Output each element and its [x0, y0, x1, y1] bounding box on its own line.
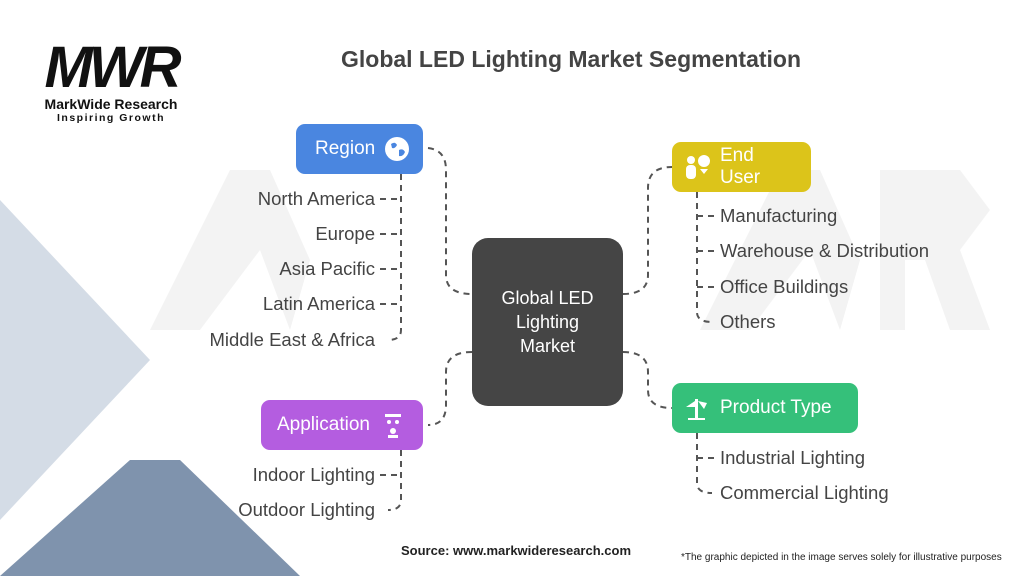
end-user-item: Manufacturing — [720, 205, 838, 226]
product-type-node: Product Type — [672, 383, 858, 433]
logo-mark: MWR — [44, 35, 182, 100]
region-item: Middle East & Africa — [209, 329, 375, 350]
disclaimer-text: *The graphic depicted in the image serve… — [681, 552, 1002, 563]
end-user-item: Others — [720, 311, 776, 332]
end-user-node: End User — [672, 142, 811, 192]
end-user-item: Warehouse & Distribution — [720, 240, 930, 261]
center-line: Lighting — [515, 312, 580, 332]
lighting-application-icon — [378, 410, 408, 440]
globe-icon — [383, 134, 411, 164]
logo-tagline: Inspiring Growth — [57, 112, 165, 124]
watermark-shape — [150, 170, 990, 330]
center-line: Global LED — [501, 288, 594, 308]
region-item: North America — [257, 188, 375, 209]
application-item: Outdoor Lighting — [238, 499, 375, 520]
product-type-label: Product Type — [720, 397, 832, 418]
source-text: Source: www.markwideresearch.com — [401, 543, 632, 558]
application-item: Indoor Lighting — [252, 464, 375, 485]
logo-name: MarkWide Research — [44, 96, 178, 112]
product-type-item: Industrial Lighting — [720, 447, 866, 468]
users-icon — [682, 152, 712, 182]
application-node: Application — [261, 400, 423, 450]
region-label: Region — [315, 138, 376, 159]
application-label: Application — [277, 414, 370, 435]
region-item: Europe — [315, 223, 375, 244]
region-node: Region — [296, 124, 423, 174]
end-user-item: Office Buildings — [720, 276, 849, 297]
page-title: Global LED Lighting Market Segmentation — [340, 46, 802, 72]
logo: MWR MarkWide Research Inspiring Growth — [35, 35, 187, 125]
lamp-icon — [682, 393, 712, 423]
region-item: Asia Pacific — [279, 258, 375, 279]
region-item: Latin America — [262, 293, 375, 314]
product-type-item: Commercial Lighting — [720, 482, 889, 503]
end-user-label: End User — [720, 145, 761, 188]
center-line: Market — [519, 336, 575, 356]
